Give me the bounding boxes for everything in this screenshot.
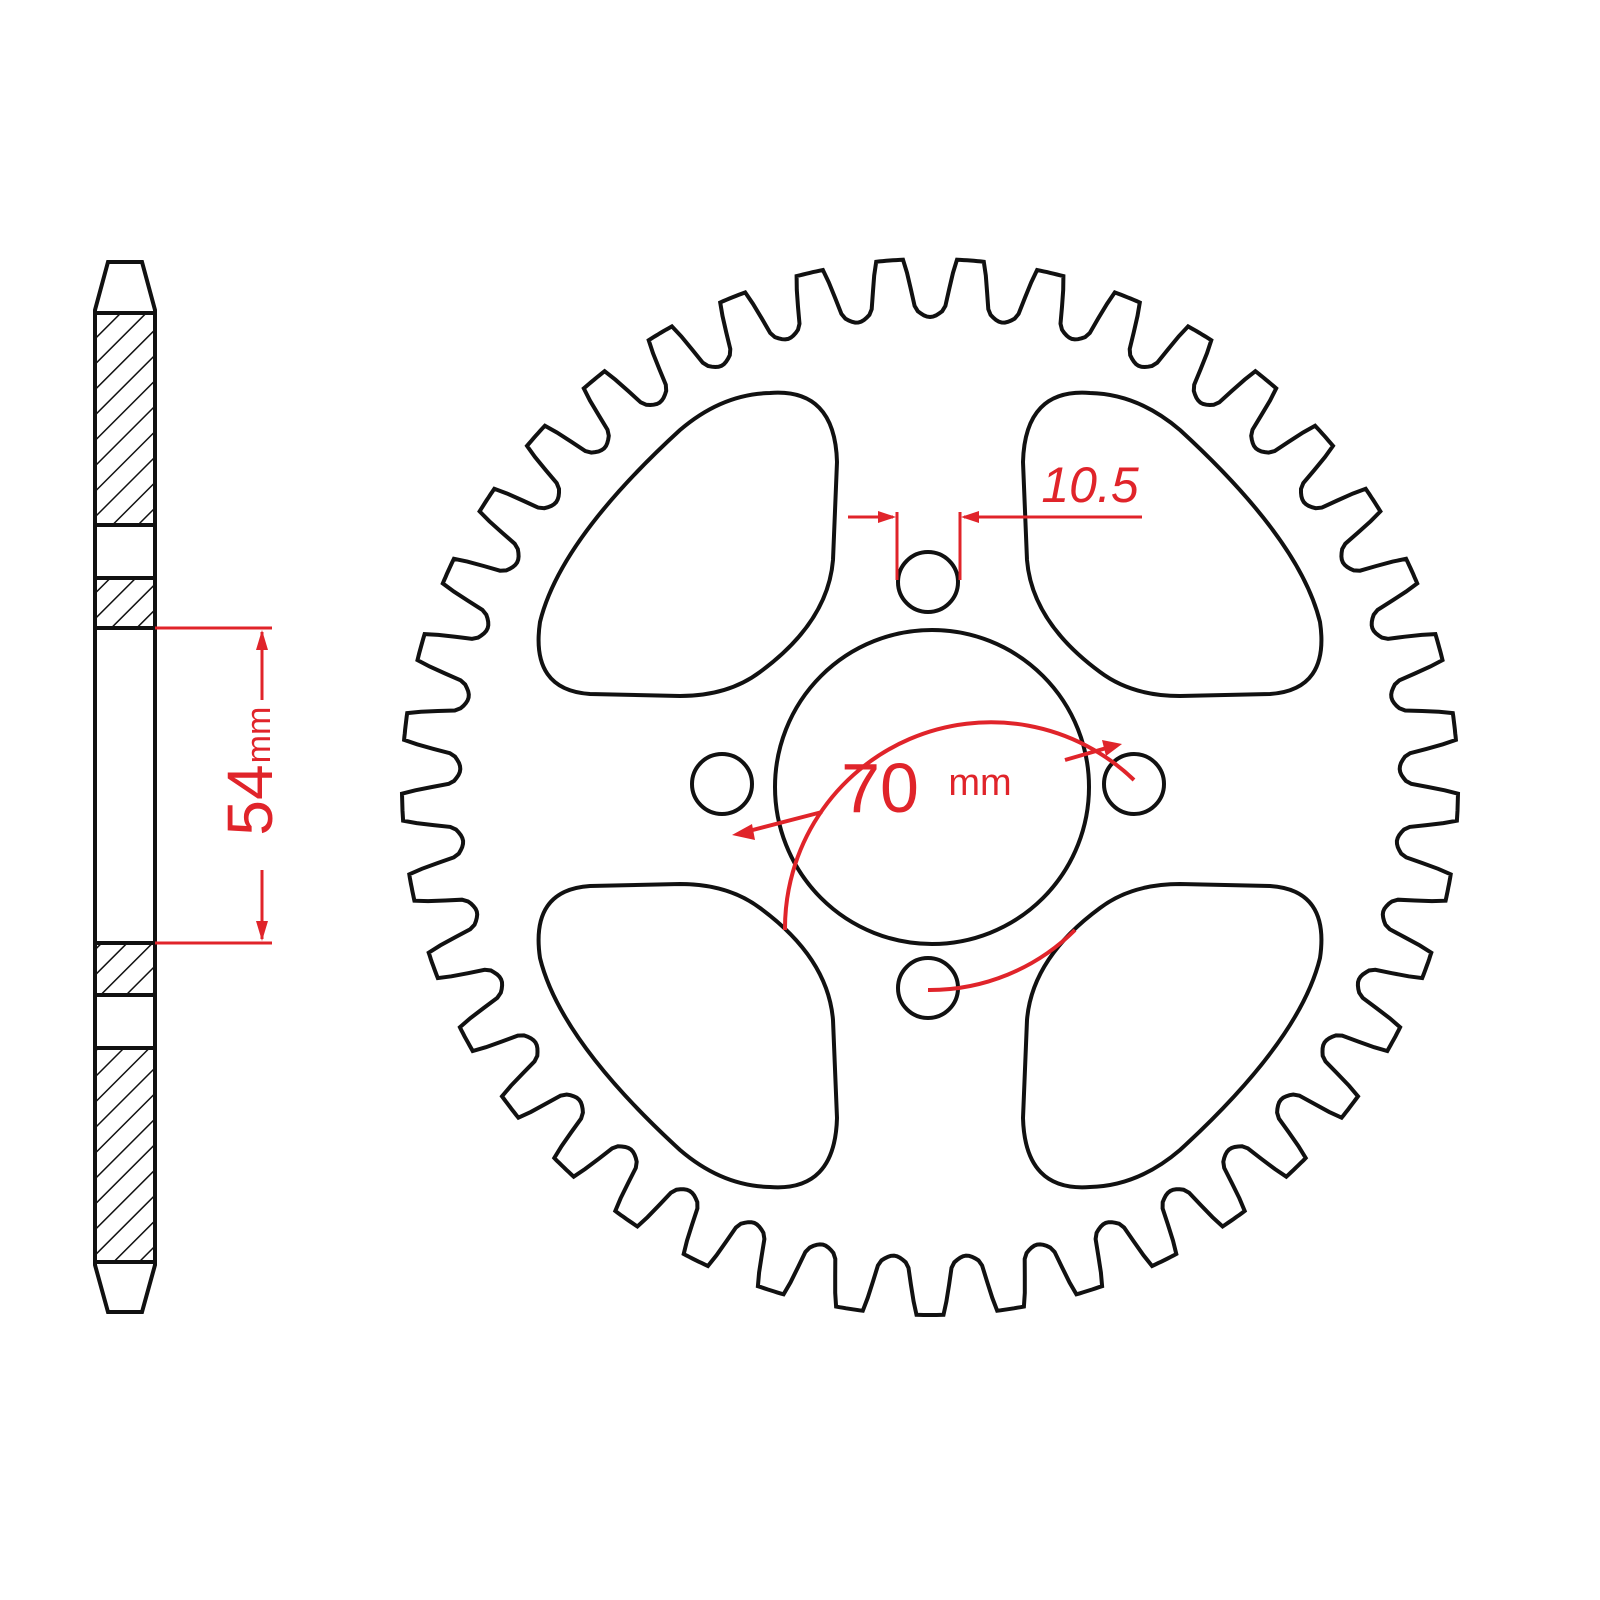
hub-width-unit: mm bbox=[240, 707, 278, 764]
arrow-left-icon bbox=[961, 511, 979, 523]
cutout bbox=[1021, 390, 1324, 698]
hatched-section bbox=[93, 576, 157, 630]
arrow-up-icon bbox=[256, 630, 268, 650]
hub-width-value: 54 bbox=[214, 764, 286, 835]
cutout bbox=[1021, 882, 1324, 1190]
bolt-circle-arc bbox=[782, 720, 1136, 931]
bolt-circle-arc bbox=[927, 928, 1077, 993]
bolt-circle-dimension bbox=[732, 720, 1136, 993]
bolt-circle-unit: mm bbox=[948, 762, 1011, 804]
bolt-hole bbox=[690, 752, 754, 816]
front-view bbox=[399, 257, 1461, 1317]
bolt-hole-label: 10.5 bbox=[1041, 457, 1139, 513]
cutout bbox=[536, 390, 840, 699]
hatched-section bbox=[93, 311, 157, 527]
center-bore bbox=[773, 628, 1091, 946]
hub-width-label: 54 mm bbox=[214, 707, 286, 836]
bolt-hole-dimension bbox=[848, 511, 1142, 580]
bolt-hole bbox=[1102, 752, 1166, 816]
arrow-left-icon bbox=[732, 824, 755, 840]
cutout bbox=[536, 882, 839, 1190]
arrow-down-icon bbox=[256, 921, 268, 941]
sprocket-teeth-outline bbox=[399, 257, 1461, 1317]
hatched-section bbox=[93, 941, 157, 997]
arrow-right-icon bbox=[1102, 740, 1122, 756]
arrow-right-icon bbox=[878, 511, 896, 523]
bolt-hole bbox=[896, 550, 960, 614]
hatched-section bbox=[93, 1046, 157, 1264]
bolt-circle-value: 70 bbox=[841, 749, 919, 827]
side-view bbox=[93, 260, 157, 1314]
lightening-cutouts bbox=[536, 390, 1324, 1190]
hub-width-dimension bbox=[155, 626, 272, 945]
